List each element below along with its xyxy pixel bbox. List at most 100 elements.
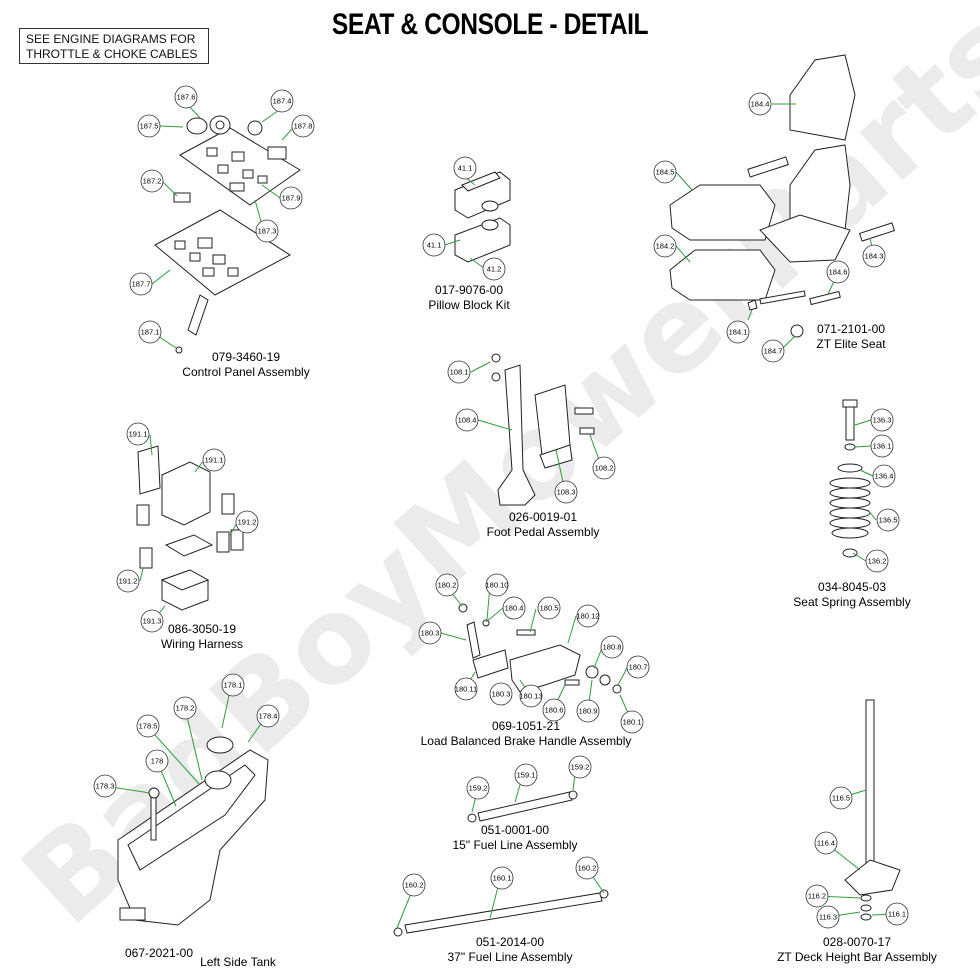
callout-187-2: 187.2 xyxy=(140,169,164,193)
callout-41-2: 41.2 xyxy=(482,257,506,281)
callout-159-2: 159.2 xyxy=(568,755,592,779)
callout-184-2: 184.2 xyxy=(653,234,677,258)
seat-drawing xyxy=(669,54,896,338)
svg-text:41.1: 41.1 xyxy=(458,164,473,173)
callout-160-2: 160.2 xyxy=(402,873,426,897)
callout-184-3: 184.3 xyxy=(862,244,886,268)
svg-text:191.3: 191.3 xyxy=(143,617,162,626)
svg-text:187.8: 187.8 xyxy=(294,122,313,131)
svg-text:180.7: 180.7 xyxy=(629,663,648,672)
svg-text:136.3: 136.3 xyxy=(873,416,892,425)
callout-159-1: 159.1 xyxy=(514,763,538,787)
svg-text:187.6: 187.6 xyxy=(177,93,196,102)
callout-108-2: 108.2 xyxy=(592,456,616,480)
svg-text:116.2: 116.2 xyxy=(808,892,826,901)
callout-191-2: 191.2 xyxy=(116,569,140,593)
control-panel-drawing xyxy=(154,115,301,354)
callout-108-4: 108.4 xyxy=(455,408,479,432)
svg-text:180.1: 180.1 xyxy=(623,718,642,727)
callout-180-9: 180.9 xyxy=(576,699,600,723)
deck-height-bar-drawing xyxy=(844,699,901,921)
svg-text:159.2: 159.2 xyxy=(469,784,488,793)
callout-187-3: 187.3 xyxy=(255,219,279,243)
svg-text:178.2: 178.2 xyxy=(176,704,195,713)
svg-text:184.1: 184.1 xyxy=(729,328,748,337)
callout-187-5: 187.5 xyxy=(137,114,161,138)
callout-160-1: 160.1 xyxy=(490,866,514,890)
callout-178-4: 178.4 xyxy=(256,704,280,728)
svg-text:180.11: 180.11 xyxy=(455,685,477,694)
svg-text:136.5: 136.5 xyxy=(879,516,898,525)
callout-108-1: 108.1 xyxy=(447,360,471,384)
svg-text:180.3: 180.3 xyxy=(421,629,440,638)
callout-116-1: 116.1 xyxy=(885,902,909,926)
callout-178-1: 178.1 xyxy=(221,673,245,697)
left-side-tank-drawing xyxy=(117,736,269,926)
svg-text:191.2: 191.2 xyxy=(238,518,257,527)
callout-180-13: 180.13 xyxy=(520,684,542,708)
callout-116-4: 116.4 xyxy=(814,831,838,855)
caption-left-side-tank-name: Left Side Tank xyxy=(200,955,276,969)
wiring-harness-drawing xyxy=(136,445,244,611)
svg-text:184.7: 184.7 xyxy=(764,347,783,356)
svg-text:178.3: 178.3 xyxy=(96,782,115,791)
svg-text:160.1: 160.1 xyxy=(493,874,512,883)
callout-180-1: 180.1 xyxy=(620,710,644,734)
svg-text:191.2: 191.2 xyxy=(119,577,138,586)
callout-178: 178 xyxy=(145,749,169,773)
callout-178-5: 178.5 xyxy=(136,714,160,738)
svg-text:180.12: 180.12 xyxy=(577,612,600,621)
callout-191-3: 191.3 xyxy=(140,609,164,633)
callout-184-5: 184.5 xyxy=(653,160,677,184)
callout-41-1: 41.1 xyxy=(422,233,446,257)
svg-text:180.8: 180.8 xyxy=(603,643,622,652)
callout-187-8: 187.8 xyxy=(291,114,315,138)
callout-191-2: 191.2 xyxy=(235,510,259,534)
svg-text:116.5: 116.5 xyxy=(832,794,850,803)
callout-41-1: 41.1 xyxy=(453,156,477,180)
svg-text:159.2: 159.2 xyxy=(571,763,590,772)
svg-text:180.10: 180.10 xyxy=(486,581,509,590)
svg-text:108.1: 108.1 xyxy=(450,368,469,377)
svg-text:116.3: 116.3 xyxy=(819,913,837,922)
svg-text:160.2: 160.2 xyxy=(405,881,424,890)
pillow-block-drawing xyxy=(454,171,511,263)
callout-180-8: 180.8 xyxy=(600,635,624,659)
svg-text:108.4: 108.4 xyxy=(458,416,477,425)
svg-text:180.3: 180.3 xyxy=(492,690,511,699)
svg-text:184.2: 184.2 xyxy=(656,242,675,251)
callout-184-4: 184.4 xyxy=(748,92,772,116)
callout-136-4: 136.4 xyxy=(872,464,896,488)
svg-text:180.9: 180.9 xyxy=(579,707,598,716)
callout-178-3: 178.3 xyxy=(93,774,117,798)
fuel-line-15-drawing xyxy=(467,790,578,823)
svg-text:191.1: 191.1 xyxy=(129,430,148,439)
svg-text:41.2: 41.2 xyxy=(487,265,502,274)
svg-text:178.4: 178.4 xyxy=(259,712,278,721)
callout-180-7: 180.7 xyxy=(626,655,650,679)
svg-text:187.9: 187.9 xyxy=(282,194,301,203)
callout-159-2: 159.2 xyxy=(466,776,490,800)
page-title: SEAT & CONSOLE - DETAIL xyxy=(331,8,649,41)
svg-text:116.4: 116.4 xyxy=(817,839,835,848)
svg-text:136.1: 136.1 xyxy=(873,442,892,451)
callout-136-1: 136.1 xyxy=(870,434,894,458)
callout-160-2: 160.2 xyxy=(575,856,599,880)
svg-text:178: 178 xyxy=(151,757,164,766)
callout-136-5: 136.5 xyxy=(876,508,900,532)
callout-180-6: 180.6 xyxy=(542,698,566,722)
brake-handle-drawing xyxy=(458,603,622,698)
callout-136-2: 136.2 xyxy=(865,549,889,573)
callout-116-3: 116.3 xyxy=(816,905,840,929)
callout-180-11: 180.11 xyxy=(454,677,478,701)
callout-191-1: 191.1 xyxy=(202,448,226,472)
